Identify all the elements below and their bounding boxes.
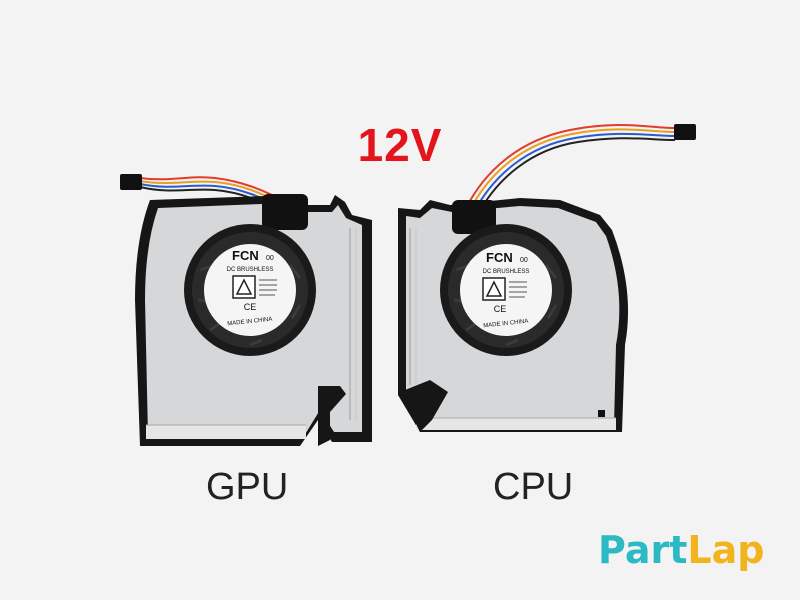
logo-part1: Part (598, 528, 688, 572)
gpu-label: GPU (206, 466, 289, 508)
cpu-connector (674, 124, 696, 140)
gpu-brand: FCN (232, 248, 259, 263)
voltage-label: 12V (357, 119, 443, 171)
cpu-made-in: MADE IN CHINA (483, 319, 529, 330)
cpu-fan: FCN 00 DC BRUSHLESS CE MADE IN CHINA (398, 123, 696, 432)
logo-part2: Lap (687, 528, 765, 572)
gpu-made-in: MADE IN CHINA (227, 317, 273, 328)
cpu-brand: FCN (486, 250, 513, 265)
partlap-logo: PartLap (598, 528, 764, 572)
cpu-ce-mark: CE (494, 304, 507, 314)
cpu-brand-sub: 00 (520, 257, 528, 264)
cpu-type-text: DC BRUSHLESS (483, 269, 530, 275)
cpu-label: CPU (493, 466, 574, 508)
gpu-connector (120, 174, 142, 190)
gpu-ce-mark: CE (244, 302, 257, 312)
gpu-type-text: DC BRUSHLESS (227, 267, 274, 273)
gpu-fan: FCN 00 DC BRUSHLESS CE MADE IN CHINA (120, 174, 372, 446)
gpu-brand-sub: 00 (266, 255, 274, 262)
